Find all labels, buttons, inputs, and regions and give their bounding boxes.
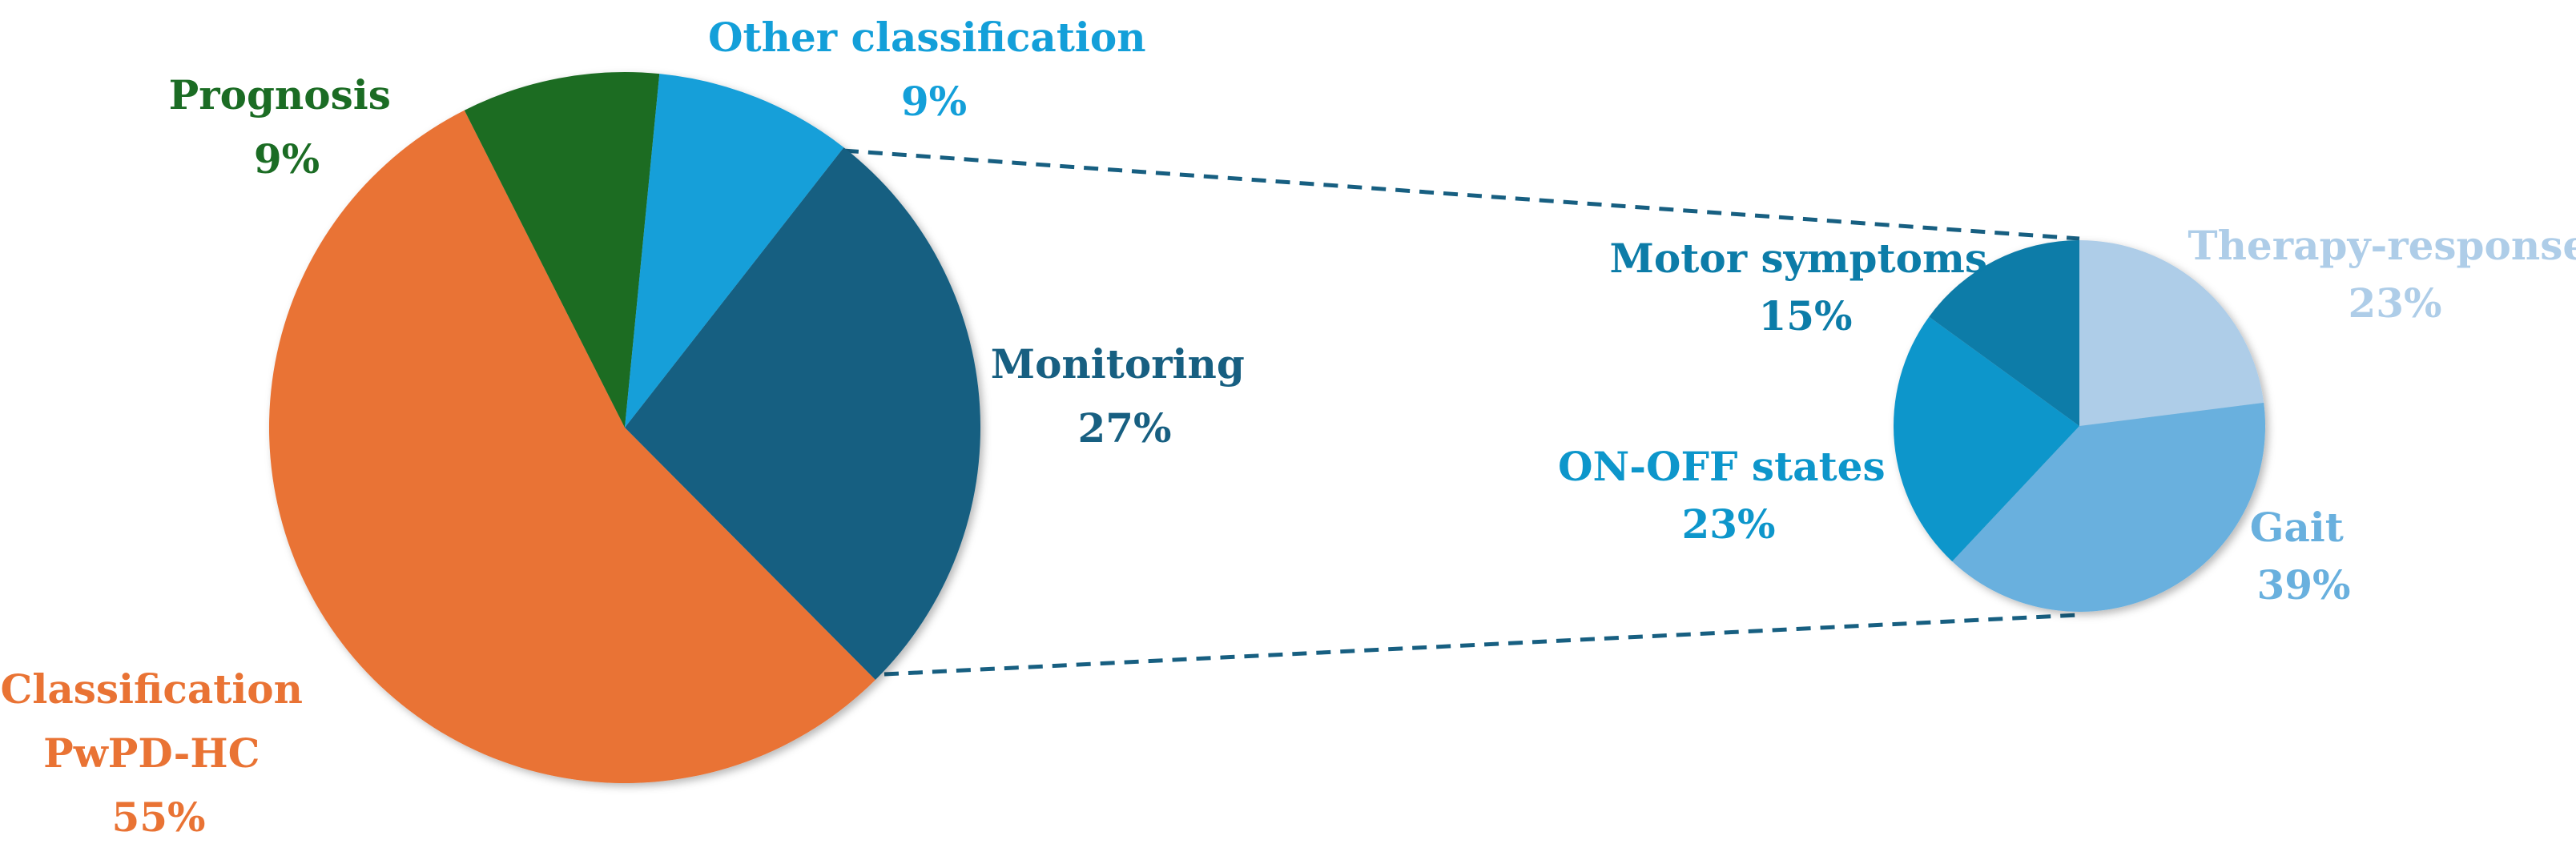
slice-on-off-states [1893,316,2079,562]
label-on-off-states-name: ON-OFF states [1558,443,1886,490]
label-other-classification: Other classification 9% [708,14,1160,125]
connector-line-top [819,147,2080,241]
label-gait-name: Gait [2250,504,2344,551]
label-classification-line1: Classification [1,665,303,713]
label-on-off-states: ON-OFF states 23% [1558,443,1899,548]
label-therapy-response-value: 23% [2348,279,2441,327]
connector-line-bottom [883,613,2080,677]
slice-motor-symptoms [1929,239,2079,426]
slice-monitoring [625,147,981,681]
label-classification-value: 55% [111,794,205,841]
slice-therapy-response [2079,240,2264,426]
label-motor-symptoms: Motor symptoms 15% [1610,235,2002,340]
label-prognosis-name: Prognosis [169,71,391,119]
label-on-off-states-value: 23% [1681,500,1775,548]
slice-classification-pwpd-hc [268,110,875,784]
label-therapy-response: Therapy-response 23% [2188,222,2576,327]
label-classification-line2: PwPD-HC [43,729,260,777]
label-monitoring: Monitoring 27% [991,340,1259,452]
label-motor-symptoms-name: Motor symptoms [1610,235,1987,282]
slice-other-classification [625,74,844,428]
breakdown-pie [1893,239,2266,612]
label-classification-pwpd-hc: Classification PwPD-HC 55% [1,665,317,841]
main-pie [268,71,981,784]
label-therapy-response-name: Therapy-response [2188,222,2576,269]
label-gait-value: 39% [2256,561,2350,609]
label-motor-symptoms-value: 15% [1758,292,1852,340]
label-monitoring-value: 27% [1077,404,1171,452]
breakdown-pie-labels: Motor symptoms 15% Therapy-response 23% … [1558,222,2576,609]
slice-gait [1952,402,2266,612]
label-other-classification-name: Other classification [708,14,1146,61]
label-prognosis: Prognosis 9% [169,71,405,183]
label-monitoring-name: Monitoring [991,340,1245,388]
label-other-classification-value: 9% [901,78,967,125]
slice-prognosis [464,71,660,428]
label-gait: Gait 39% [2250,504,2358,609]
label-prognosis-value: 9% [254,135,320,183]
main-pie-labels: Other classification 9% Prognosis 9% Mon… [1,14,1259,841]
